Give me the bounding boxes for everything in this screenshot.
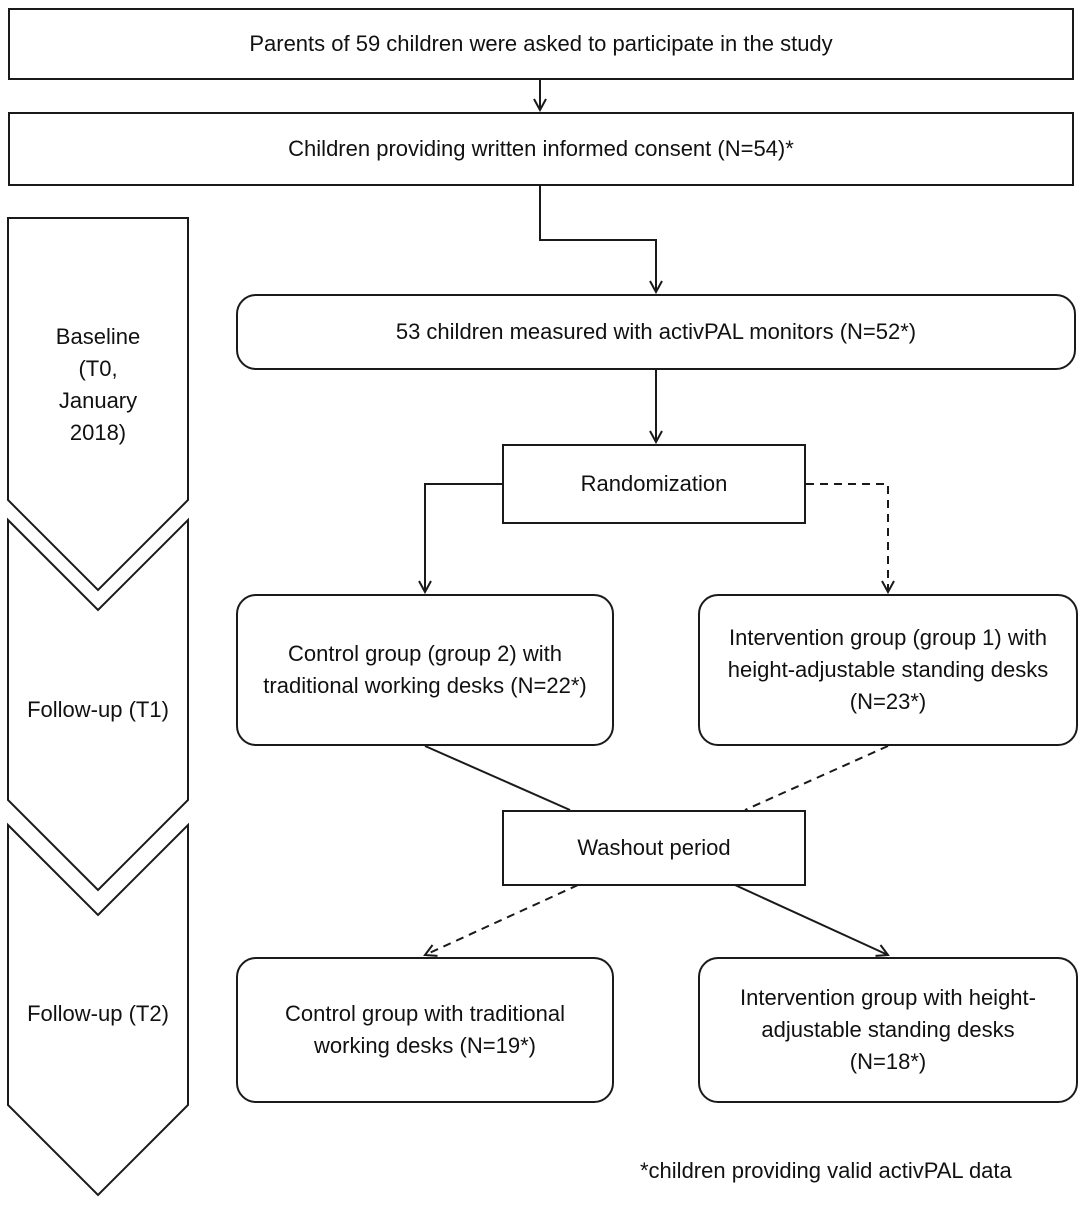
box-intervention-t1: Intervention group (group 1) with height… xyxy=(698,594,1078,746)
box-measured: 53 children measured with activPAL monit… xyxy=(236,294,1076,370)
arrow-washout-to-intervention xyxy=(734,884,888,955)
phase-label-follow-up-t2: Follow-up (T2) xyxy=(27,1001,169,1027)
phase-chevron-t1 xyxy=(7,517,189,892)
box-intervention-t2: Intervention group with height-adjustabl… xyxy=(698,957,1078,1103)
footnote: *children providing valid activPAL data xyxy=(640,1158,1012,1183)
box-washout: Washout period xyxy=(502,810,806,886)
line-intervention-to-washout xyxy=(744,745,889,811)
arrow-randomization-to-control xyxy=(425,483,502,592)
phase-chevron-t2 xyxy=(7,822,189,1197)
box-control-t2: Control group with traditional working d… xyxy=(236,957,614,1103)
box-invited: Parents of 59 children were asked to par… xyxy=(8,8,1074,80)
box-control-t1: Control group (group 2) with traditional… xyxy=(236,594,614,746)
arrow-washout-to-control xyxy=(425,884,579,955)
box-randomization: Randomization xyxy=(502,444,806,524)
arrow-randomization-to-intervention xyxy=(806,483,888,592)
arrow-consent-to-measured xyxy=(539,186,656,292)
line-control-to-washout xyxy=(424,745,571,811)
phase-label-follow-up-t1: Follow-up (T1) xyxy=(27,697,169,723)
phase-label-baseline: Baseline (T0, January 2018) xyxy=(55,324,141,445)
phase-chevron-baseline xyxy=(7,217,189,592)
box-consent: Children providing written informed cons… xyxy=(8,112,1074,186)
